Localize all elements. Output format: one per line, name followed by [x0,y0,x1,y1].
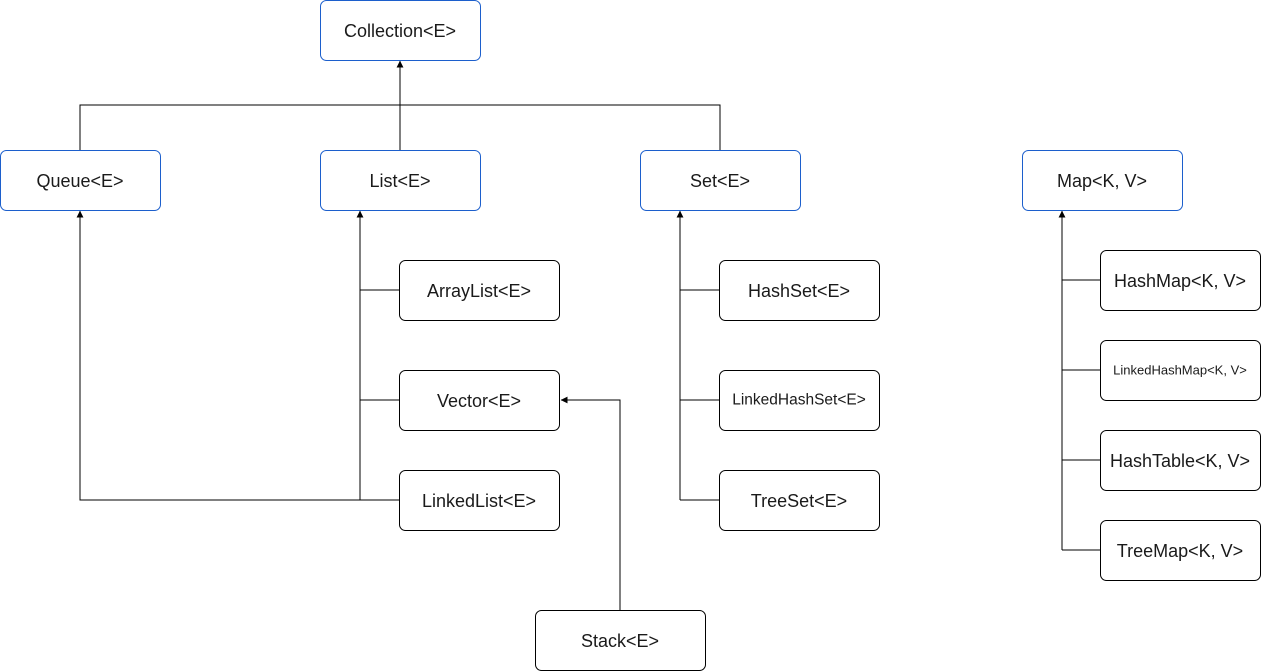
node-linkedhashset-label: LinkedHashSet<E> [732,392,866,409]
node-set[interactable]: Set<E> [640,150,801,211]
node-linkedlist-box [399,470,560,531]
node-collection-label: Collection<E> [344,21,456,41]
node-collection[interactable]: Collection<E> [320,0,481,61]
node-linkedlist-label: LinkedList<E> [422,491,536,511]
node-arraylist-box [399,260,560,321]
node-hashmap[interactable]: HashMap<K, V> [1100,250,1261,311]
node-linkedhashmap[interactable]: LinkedHashMap<K, V> [1100,340,1261,401]
node-treeset-label: TreeSet<E> [751,491,847,511]
edge-stack-to-vector [560,396,621,610]
node-vector-label: Vector<E> [437,391,521,411]
node-hashtable-label: HashTable<K, V> [1110,451,1250,471]
node-vector-box [399,370,560,431]
node-map-box [1022,150,1183,211]
node-treeset[interactable]: TreeSet<E> [719,470,880,531]
node-queue[interactable]: Queue<E> [0,150,161,211]
node-stack[interactable]: Stack<E> [535,610,706,671]
node-stack-box [535,610,706,671]
node-hashset-label: HashSet<E> [748,281,850,301]
node-hashset[interactable]: HashSet<E> [719,260,880,321]
node-collection-box [320,0,481,61]
node-hashmap-label: HashMap<K, V> [1114,271,1246,291]
node-set-label: Set<E> [690,171,750,191]
node-list[interactable]: List<E> [320,150,481,211]
node-treemap-label: TreeMap<K, V> [1117,541,1243,561]
node-treemap[interactable]: TreeMap<K, V> [1100,520,1261,581]
node-treeset-box [719,470,880,531]
node-linkedhashmap-label: LinkedHashMap<K, V> [1113,363,1247,378]
edges [76,60,1100,610]
node-map-label: Map<K, V> [1057,171,1147,191]
node-arraylist[interactable]: ArrayList<E> [399,260,560,321]
node-arraylist-label: ArrayList<E> [427,281,531,301]
node-linkedlist[interactable]: LinkedList<E> [399,470,560,531]
node-list-label: List<E> [369,171,430,191]
node-list-box [320,150,481,211]
node-hashset-box [719,260,880,321]
node-linkedhashset-box [719,370,880,431]
node-linkedhashset[interactable]: LinkedHashSet<E> [719,370,880,431]
node-queue-label: Queue<E> [36,171,123,191]
node-map[interactable]: Map<K, V> [1022,150,1183,211]
edge-set-to-collection [400,104,721,150]
node-hashtable[interactable]: HashTable<K, V> [1100,430,1261,491]
edge-queue-to-collection [79,104,400,150]
node-vector[interactable]: Vector<E> [399,370,560,431]
node-set-box [640,150,801,211]
node-queue-box [0,150,161,211]
node-stack-label: Stack<E> [581,631,659,651]
edge-linkedlist-to-queue [76,210,360,501]
